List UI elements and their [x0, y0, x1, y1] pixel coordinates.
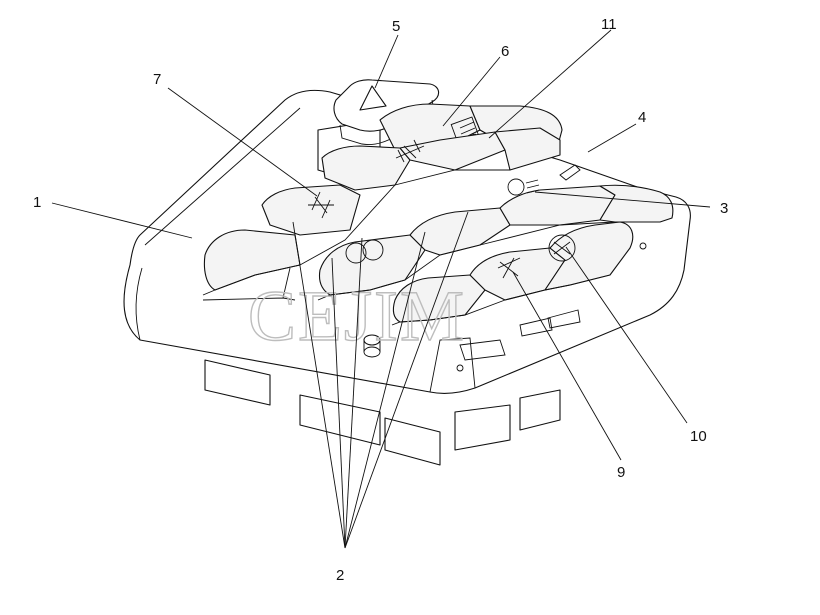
callout-3: 3 [720, 200, 728, 217]
middle-row-keys [317, 164, 674, 301]
callout-2: 2 [336, 567, 344, 584]
callout-7: 7 [153, 71, 161, 88]
top-row-keys [202, 127, 561, 301]
connector-blocks [204, 359, 561, 466]
callout-9: 9 [617, 464, 625, 481]
callout-4: 4 [638, 109, 646, 126]
leader-lines [51, 29, 711, 549]
callout-5: 5 [392, 18, 400, 35]
callout-11: 11 [601, 16, 617, 33]
screw-hole [363, 334, 381, 358]
front-row-keys [391, 221, 634, 361]
callout-6: 6 [501, 43, 509, 60]
watermark: CEJIM [248, 276, 466, 356]
callout-1: 1 [33, 194, 41, 211]
callout-10: 10 [690, 428, 707, 445]
callout-labels: 1 2 3 4 5 6 7 9 10 11 [33, 16, 728, 584]
